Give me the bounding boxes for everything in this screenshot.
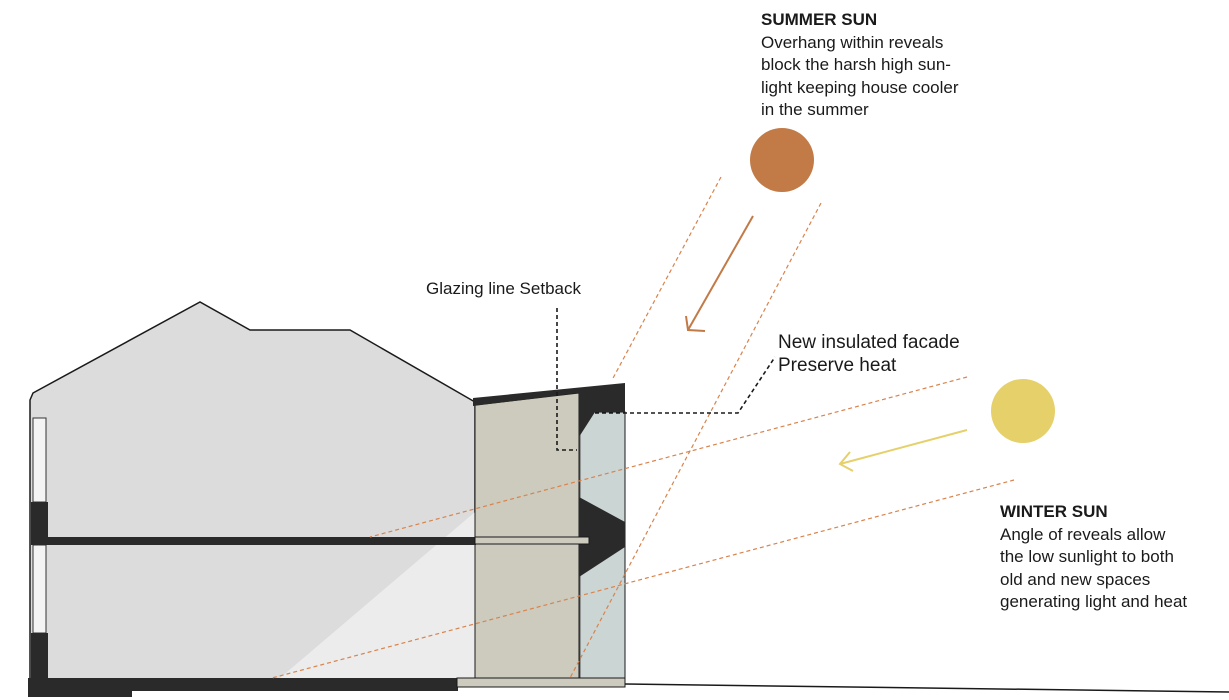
winter-arrow [839,429,968,465]
summer-sun-line: in the summer [761,100,869,119]
summer-sun-line: block the harsh high sun- [761,55,951,74]
facade-line: Preserve heat [778,355,897,376]
winter-ray-lower [271,479,1015,679]
facade-annotation: New insulated facade Preserve heat [778,331,960,377]
winter-sun-icon [991,379,1055,443]
summer-sun-annotation: SUMMER SUN Overhang within reveals block… [761,9,959,122]
summer-sun-icon [750,128,814,192]
extension-floor-slab [474,536,590,545]
summer-sun-line: light keeping house cooler [761,77,959,97]
intermediate-floor-slab [46,537,476,545]
extension-volume [474,392,580,679]
left-wall-lower [31,633,48,680]
roof-overhang [473,383,625,437]
facade-leader [595,356,776,414]
summer-sun-title: SUMMER SUN [761,10,878,29]
summer-ray-left [611,176,722,381]
facade-line: New insulated facade [778,332,960,353]
ground-slab-step [28,689,132,697]
ground-slab [28,678,458,691]
left-window-lower [32,544,47,634]
winter-sun-line: old and new spaces [1000,569,1151,589]
summer-sun-line: Overhang within reveals [761,32,944,52]
sunlit-floor-area [280,512,475,678]
summer-ray-right [569,202,822,679]
extension-ground-slab [456,677,626,688]
winter-sun-annotation: WINTER SUN Angle of reveals allow the lo… [1000,501,1187,614]
winter-sun-line: the low sunlight to both [1000,547,1174,566]
winter-sun-line: Angle of reveals allow [1000,524,1166,544]
winter-ray-upper [369,376,968,538]
summer-arrow-head [685,315,706,332]
left-window-upper [32,417,47,503]
winter-arrow-head [838,451,854,472]
left-wall-upper [31,502,48,545]
summer-arrow [687,215,754,331]
glazing-setback-label: Glazing line Setback [426,279,581,298]
winter-sun-line: generating light and heat [1000,592,1188,611]
mid-reveal-fin [579,497,625,577]
glazing-leader [556,308,577,451]
winter-sun-title: WINTER SUN [1000,502,1108,521]
